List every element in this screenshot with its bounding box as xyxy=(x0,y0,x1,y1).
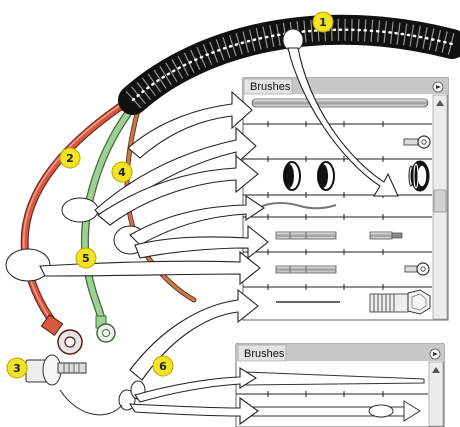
tab-brushes[interactable] xyxy=(237,344,287,362)
callout-1: 1 xyxy=(312,11,334,33)
panel-title: Brushes xyxy=(244,348,285,360)
brush-corrugated-rings[interactable] xyxy=(283,160,430,192)
green-wire xyxy=(82,105,135,323)
callout-5: 5 xyxy=(75,247,97,269)
brush-cable-lug[interactable] xyxy=(275,262,430,276)
callout-6: 6 xyxy=(152,355,174,377)
red-wire-highlight xyxy=(22,98,130,325)
arrow xyxy=(127,90,253,159)
tab-brushes[interactable] xyxy=(243,78,293,95)
callout-5-label: 5 xyxy=(82,252,90,265)
bolt xyxy=(25,354,87,386)
brush-tube-stroke[interactable] xyxy=(251,98,429,108)
scroll-thumb[interactable] xyxy=(433,189,447,213)
scroll-up-icon[interactable] xyxy=(436,100,444,106)
arrow xyxy=(97,154,259,226)
callout-4: 4 xyxy=(111,161,133,183)
grommet-disc xyxy=(61,197,99,223)
arrow xyxy=(287,47,399,197)
brush-rows xyxy=(243,123,432,288)
arrow xyxy=(129,194,265,246)
mapping-arrows xyxy=(39,47,399,426)
green-wire-terminal xyxy=(95,315,116,343)
brushes-panel-secondary: Brushes xyxy=(235,343,445,427)
corrugated-tube xyxy=(118,14,460,115)
panel-title: Brushes xyxy=(250,81,291,93)
red-wire-terminal xyxy=(40,313,83,355)
callout-4-label: 4 xyxy=(118,166,126,179)
panel-header xyxy=(236,344,444,361)
callout-2: 2 xyxy=(59,147,81,169)
panel-menu-arrow-icon xyxy=(433,352,438,356)
brushes-panel: Brushes xyxy=(242,77,449,321)
arrow xyxy=(134,224,269,260)
brush-wave[interactable] xyxy=(261,202,337,210)
arrow xyxy=(128,396,259,426)
callout-3: 3 xyxy=(6,357,28,379)
callout-6-label: 6 xyxy=(159,360,167,373)
brush-arrow-shape[interactable] xyxy=(246,400,421,422)
arrow xyxy=(129,288,259,381)
arrow xyxy=(39,250,261,286)
scrollbar[interactable] xyxy=(428,361,444,427)
panel-menu-arrow-icon xyxy=(436,85,441,89)
brush-bolt[interactable] xyxy=(276,289,431,315)
arrow xyxy=(134,367,258,403)
callout-2-label: 2 xyxy=(66,152,74,165)
callout-3-label: 3 xyxy=(13,362,21,375)
grommet-disc xyxy=(5,248,51,282)
brush-terminal-lug[interactable] xyxy=(403,135,431,149)
panel-header xyxy=(243,78,448,94)
scroll-up-icon[interactable] xyxy=(432,367,440,373)
callout-1-label: 1 xyxy=(319,16,327,29)
bolt-leader xyxy=(59,389,123,416)
brush-cable-segments[interactable] xyxy=(275,231,403,240)
